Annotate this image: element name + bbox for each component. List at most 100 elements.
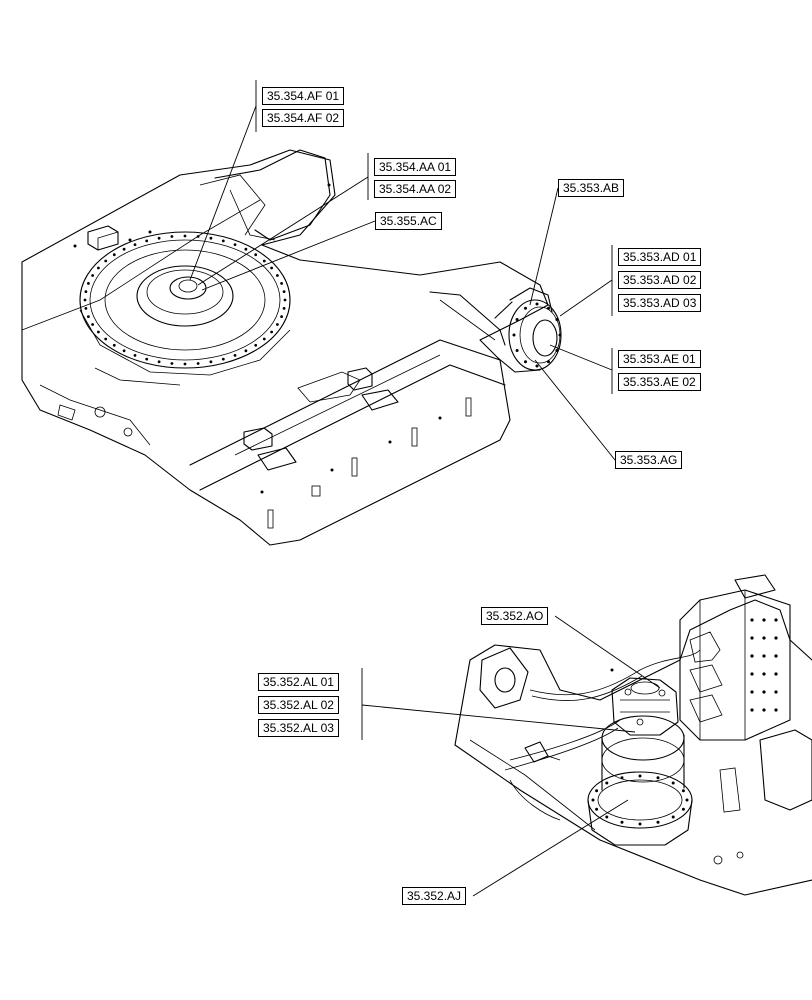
bolt-hole (282, 290, 286, 293)
bolt-hole (280, 315, 283, 318)
bolt-hole (145, 357, 149, 361)
bolt-hole (280, 282, 283, 285)
bolt-hole (262, 259, 266, 263)
bolt-hole (535, 302, 539, 306)
valve-port (750, 690, 754, 694)
bolt-hole (638, 774, 642, 778)
callout-35-353-ae-02[interactable]: 35.353.AE 02 (618, 373, 701, 391)
callout-35-352-al-01[interactable]: 35.352.AL 01 (258, 673, 339, 691)
bolt-hole (97, 266, 100, 270)
bolt-hole (209, 236, 213, 240)
bolt-hole (671, 781, 675, 785)
bolt-hole (112, 253, 116, 257)
bolt-hole (515, 349, 519, 352)
bolt-hole (605, 781, 609, 785)
bolt-hole (122, 349, 126, 353)
bolt-hole (104, 259, 108, 263)
bolt-hole (170, 362, 174, 365)
bolt-hole (620, 820, 624, 824)
bolt-hole (262, 337, 266, 341)
callout-35-353-ad-02[interactable]: 35.353.AD 02 (618, 271, 702, 289)
callout-35-355-ac[interactable]: 35.355.AC (375, 212, 442, 230)
bolt-hole (157, 360, 161, 364)
bolt-hole (656, 776, 660, 780)
bolt-hole (270, 266, 273, 270)
callout-35-352-aj[interactable]: 35.352.AJ (402, 887, 467, 905)
bolt-hole (157, 236, 161, 240)
callout-35-354-af-02[interactable]: 35.354.AF 02 (262, 109, 345, 127)
valve-port (750, 618, 754, 622)
bolt-hole (209, 360, 213, 364)
callout-35-354-aa-02[interactable]: 35.354.AA 02 (374, 180, 457, 198)
bolt-hole (515, 318, 519, 321)
bolt-hole (221, 357, 225, 361)
bolt-hole (524, 306, 527, 310)
callout-35-353-ab[interactable]: 35.353.AB (558, 179, 625, 197)
bolt-hole (183, 362, 187, 366)
bolt-hole (196, 235, 200, 238)
callout-35-353-ag[interactable]: 35.353.AG (615, 451, 683, 469)
bolt-hole (595, 807, 599, 811)
valve-port (762, 690, 766, 694)
bolt-hole (591, 798, 595, 802)
bolt-hole (83, 298, 87, 302)
callout-35-353-ae-01[interactable]: 35.353.AE 01 (618, 350, 701, 368)
bolt-hole (104, 337, 108, 341)
bolt-hole (97, 330, 100, 334)
valve-port (774, 708, 778, 712)
bolt-hole (555, 318, 559, 321)
bolt-hole (638, 822, 642, 826)
bolt-hole (244, 247, 248, 251)
callout-35-354-af-01[interactable]: 35.354.AF 01 (262, 87, 345, 105)
valve-port (762, 618, 766, 622)
bolt-hole (270, 330, 273, 334)
callout-35-352-ao[interactable]: 35.352.AO (481, 607, 549, 625)
bolt-hole (595, 789, 599, 793)
callout-35-353-ad-03[interactable]: 35.353.AD 03 (618, 294, 702, 312)
bolt-hole (91, 274, 94, 277)
valve-port (762, 654, 766, 658)
callout-35-354-aa-01[interactable]: 35.354.AA 01 (374, 158, 457, 176)
valve-port (750, 654, 754, 658)
bolt-hole (122, 247, 126, 251)
bolt-hole (681, 807, 685, 811)
bolt-hole (605, 815, 609, 819)
valve-port (774, 672, 778, 676)
bolt-hole (87, 315, 90, 318)
callout-35-352-al-03[interactable]: 35.352.AL 03 (258, 719, 339, 737)
bolt-hole (91, 323, 94, 326)
bolt-hole (145, 239, 149, 243)
valve-port (774, 654, 778, 658)
swing-motor-drawing (454, 574, 812, 896)
bolt-hole (685, 798, 689, 802)
bolt-hole (170, 235, 174, 238)
valve-port (750, 672, 754, 676)
bolt-hole (233, 243, 237, 247)
bolt-hole (84, 307, 88, 310)
bolt-hole (620, 776, 624, 780)
bolt-hole (547, 306, 550, 310)
undercarriage-frame-drawing (21, 149, 562, 546)
bolt-hole (282, 307, 286, 310)
bolt-hole (283, 298, 287, 302)
bolt-hole (547, 360, 550, 364)
bolt-hole (512, 333, 516, 337)
bolt-hole (233, 354, 237, 357)
bolt-hole (276, 274, 279, 277)
valve-port (762, 636, 766, 640)
callout-35-353-ad-01[interactable]: 35.353.AD 01 (618, 248, 702, 266)
bolt-hole (183, 234, 187, 238)
valve-port (774, 690, 778, 694)
bolt-hole (276, 323, 279, 326)
bolt-hole (84, 290, 88, 293)
callout-35-352-al-02[interactable]: 35.352.AL 02 (258, 696, 339, 714)
valve-port (774, 618, 778, 622)
bolt-hole (671, 815, 675, 819)
bolt-hole (558, 333, 562, 337)
bolt-hole (133, 243, 137, 247)
bolt-hole (524, 360, 527, 364)
valve-port (762, 708, 766, 712)
bolt-hole (681, 789, 685, 793)
